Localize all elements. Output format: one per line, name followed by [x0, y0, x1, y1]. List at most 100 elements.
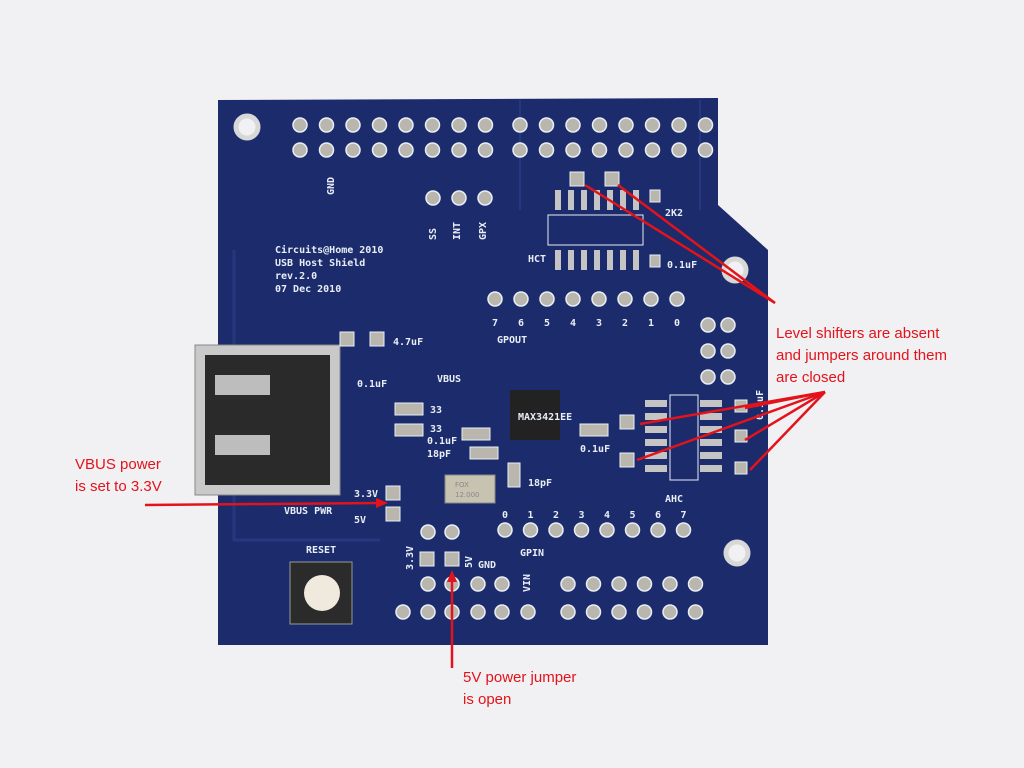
header-pin	[662, 576, 678, 592]
mounting-holes	[233, 113, 751, 567]
annotation-5v-jumper: 5V power jumper is open	[463, 669, 577, 708]
pin-number: 7	[681, 510, 687, 521]
header-pin	[371, 142, 388, 158]
header-pin	[420, 604, 436, 620]
pin-number: 6	[655, 510, 661, 521]
header-pin	[345, 142, 361, 158]
svg-text:GPX: GPX	[478, 222, 489, 240]
svg-text:AHC: AHC	[665, 494, 683, 505]
header-pin	[585, 604, 602, 620]
header-pin	[292, 117, 308, 133]
svg-text:GPOUT: GPOUT	[497, 335, 527, 346]
header-pin	[424, 117, 441, 133]
svg-text:0.1uF: 0.1uF	[427, 436, 457, 447]
header-pin	[636, 604, 653, 620]
header-pin	[451, 142, 467, 158]
header-pin	[671, 117, 687, 133]
pin-number: 2	[622, 318, 628, 329]
header-pin	[700, 343, 716, 359]
header-pin	[345, 117, 361, 133]
header-pin	[494, 576, 510, 592]
header-pin	[565, 117, 581, 133]
svg-text:GND: GND	[478, 560, 496, 571]
header-pin	[611, 576, 627, 592]
header-pin	[371, 117, 388, 133]
header-pin	[522, 522, 539, 538]
svg-text:3.3V: 3.3V	[354, 489, 378, 500]
header-pin	[477, 190, 493, 206]
header-pin	[395, 604, 411, 620]
svg-text:07 Dec 2010: 07 Dec 2010	[275, 284, 341, 295]
pin-number: 4	[570, 318, 576, 329]
svg-text:RESET: RESET	[306, 545, 336, 556]
header-pin	[548, 522, 564, 538]
svg-text:5V: 5V	[354, 515, 366, 526]
header-pins	[292, 117, 736, 620]
usb-a-connector	[194, 344, 341, 496]
crystal-freq: 12.000	[455, 491, 480, 499]
header-pin	[477, 142, 494, 158]
header-pin	[565, 142, 581, 158]
pcb-board	[218, 98, 768, 645]
header-pin	[650, 522, 666, 538]
pin-number: 3	[579, 510, 585, 521]
pin-number: 5	[630, 510, 636, 521]
pin-number: 7	[492, 318, 498, 329]
svg-text:0.1uF: 0.1uF	[357, 379, 387, 390]
header-pin	[451, 190, 467, 206]
header-pin	[720, 317, 736, 333]
annotation-vbus-power: VBUS power is set to 3.3V	[75, 456, 162, 495]
header-pin	[636, 576, 653, 592]
header-pin	[420, 576, 436, 592]
svg-text:VBUS: VBUS	[437, 374, 461, 385]
svg-text:0.1uF: 0.1uF	[580, 444, 610, 455]
header-pin	[591, 291, 607, 307]
header-pin	[687, 604, 704, 620]
header-pin	[512, 142, 528, 158]
header-pin	[451, 117, 467, 133]
reset-button	[289, 561, 353, 625]
header-pin	[618, 142, 634, 158]
pin-number: 4	[604, 510, 610, 521]
header-pin	[560, 604, 576, 620]
header-pin	[700, 317, 716, 333]
header-pin	[494, 604, 510, 620]
header-pin	[538, 117, 555, 133]
header-pin	[318, 117, 335, 133]
annotation-arrows	[144, 183, 826, 668]
header-pin	[513, 291, 529, 307]
header-pin	[618, 117, 634, 133]
header-pin	[425, 190, 441, 206]
header-pin	[617, 291, 633, 307]
header-pin	[720, 369, 736, 385]
header-pin	[687, 576, 704, 592]
header-pin	[398, 117, 414, 133]
pin-number: 5	[544, 318, 550, 329]
header-pin	[611, 604, 627, 620]
svg-text:18pF: 18pF	[427, 449, 451, 460]
header-pin	[669, 291, 685, 307]
header-pin	[538, 142, 555, 158]
pin-number: 0	[674, 318, 680, 329]
svg-text:18pF: 18pF	[528, 478, 552, 489]
header-pin	[398, 142, 414, 158]
header-pin	[697, 142, 714, 158]
header-pin	[444, 524, 460, 540]
svg-text:33: 33	[430, 405, 442, 416]
header-pin	[662, 604, 678, 620]
crystal	[444, 474, 496, 504]
header-pin	[697, 117, 714, 133]
svg-text:rev.2.0: rev.2.0	[275, 271, 317, 282]
header-pin	[573, 522, 590, 538]
header-pin	[644, 142, 661, 158]
svg-text:5V: 5V	[464, 556, 475, 568]
header-pin	[565, 291, 581, 307]
svg-text:33: 33	[430, 424, 442, 435]
pin-number: 3	[596, 318, 602, 329]
header-pin	[497, 522, 513, 538]
svg-text:3.3V: 3.3V	[405, 546, 416, 570]
header-pin	[470, 576, 486, 592]
